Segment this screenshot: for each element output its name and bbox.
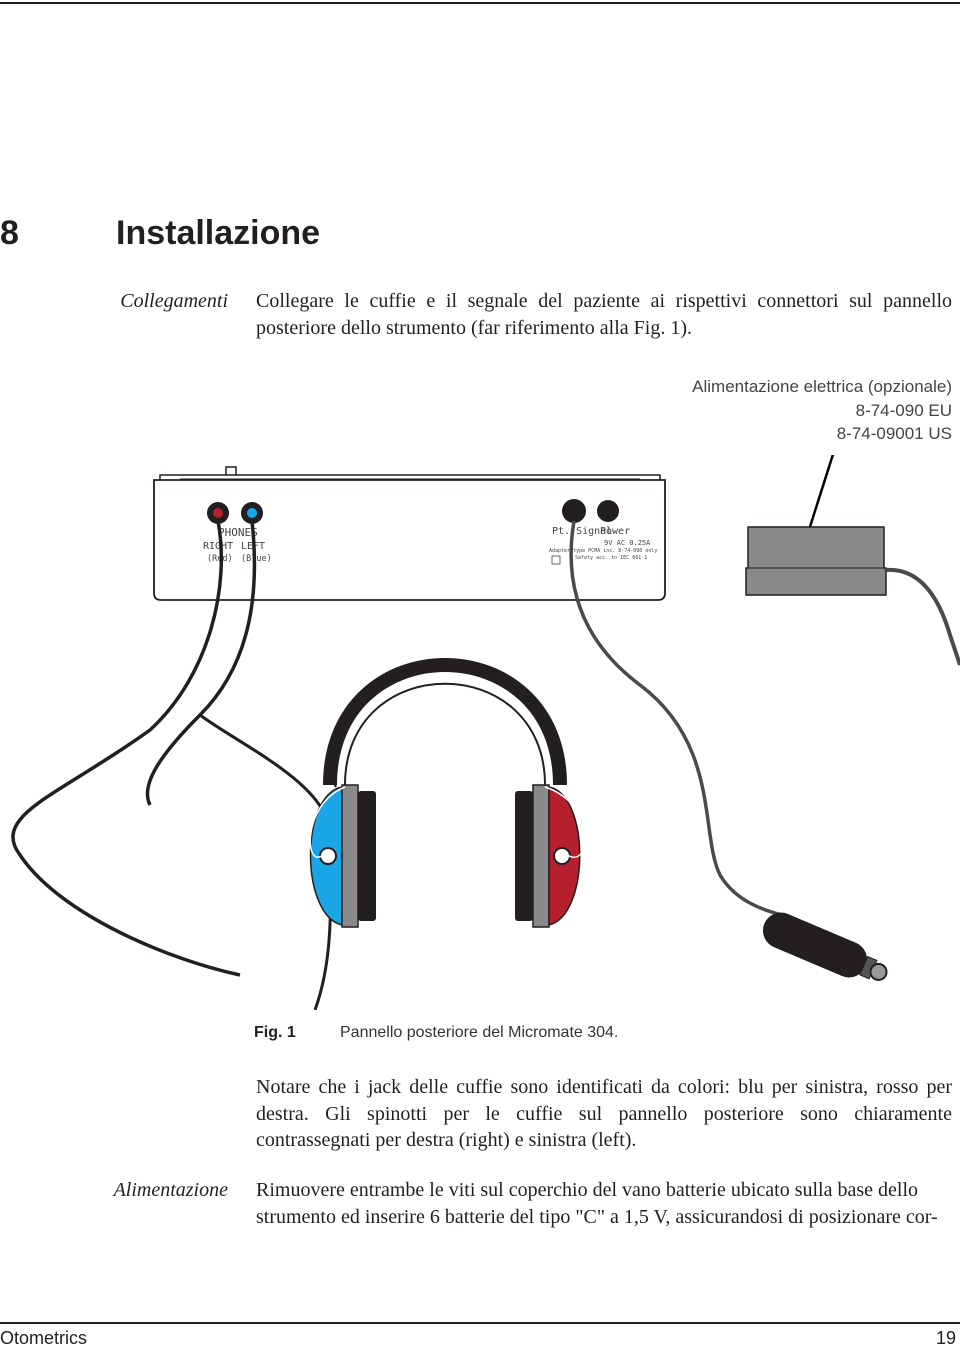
collegamenti-paragraph: Collegare le cuffie e il segnale del paz… [256, 290, 952, 339]
figure-caption: Pannello posteriore del Micromate 304. [340, 1024, 619, 1041]
headband [323, 658, 567, 786]
note-paragraph: Notare che i jack delle cuffie sono iden… [256, 1076, 952, 1151]
pointer-arrow [806, 455, 835, 534]
chapter-number: 8 [0, 214, 19, 252]
device-rear-panel [153, 479, 666, 601]
footer-brand: Otometrics [0, 1328, 88, 1348]
power-supply-label: Alimentazione elettrica (opzionale) [692, 377, 952, 396]
cable-left [145, 520, 257, 806]
power-supply-code-eu: 8-74-090 EU [855, 401, 952, 420]
page-number: 19 [935, 1328, 956, 1348]
bottom-rule [0, 1322, 960, 1324]
patient-response-button[interactable] [757, 907, 893, 992]
power-jack[interactable] [597, 500, 619, 522]
patient-signal-cable [569, 520, 791, 919]
right-label: RIGHT [203, 541, 233, 552]
rating-label: 9V AC 0.25A [604, 539, 651, 547]
power-supply-code-us: 8-74-09001 US [836, 424, 952, 443]
side-label-collegamenti: Collegamenti [120, 290, 228, 312]
pt-signal-jack[interactable] [562, 499, 586, 523]
cable-right [11, 520, 241, 977]
safety-label: Safety acc. to IEC 601-1 [575, 555, 647, 561]
blue-label: (Blue) [241, 554, 272, 564]
pt-signal-label: Pt. Signal [552, 526, 612, 537]
rear-panel-figure: PHONES RIGHT LEFT (Red) (Blue) Pt. Signa… [11, 455, 960, 1010]
top-rule [0, 2, 960, 4]
side-label-alimentazione: Alimentazione [113, 1179, 228, 1201]
adapter-label: Adapter type PCMA inc. 8-74-090 only [549, 548, 657, 554]
phones-label: PHONES [218, 526, 258, 539]
power-supply-box [745, 526, 887, 596]
alimentazione-paragraph: Rimuovere entrambe le viti sul coperchio… [256, 1179, 938, 1228]
power-label: Power [600, 526, 630, 537]
power-supply-cable [885, 567, 960, 666]
chapter-title: Installazione [116, 214, 321, 252]
figure-label: Fig. 1 [254, 1024, 296, 1041]
